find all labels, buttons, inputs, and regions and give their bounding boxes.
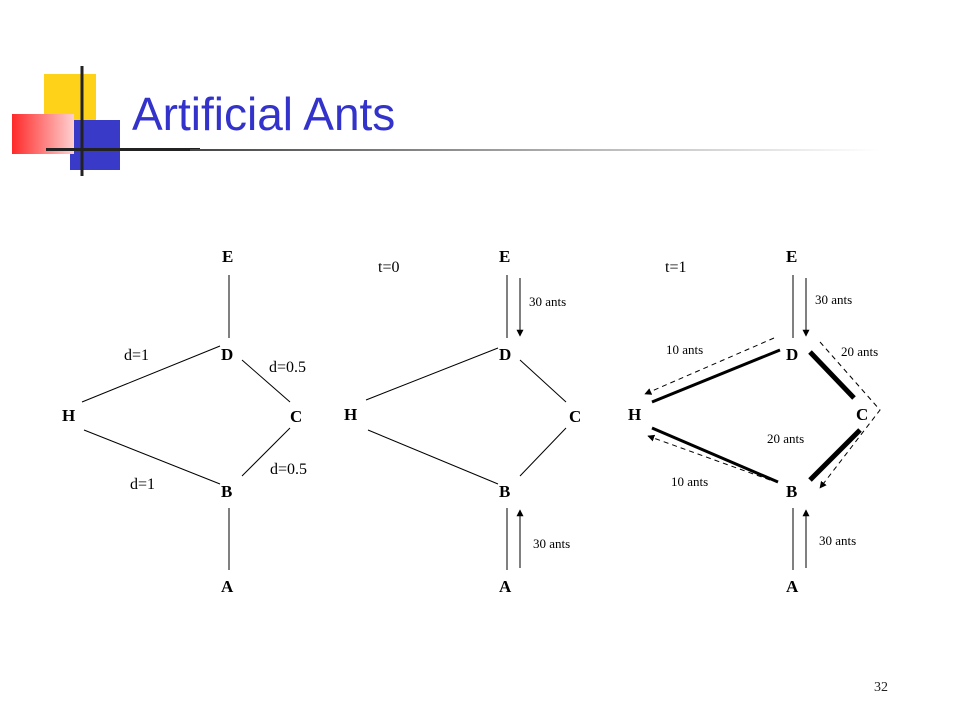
flow-label-d-c: 20 ants [841,344,878,359]
node-e: E [786,247,797,266]
edge-label-hd: d=1 [124,347,149,364]
flow-arrow-d-c-b [819,341,881,489]
panel-t0: t=0 E D C H B A 30 ants 30 ants [344,247,581,596]
node-c: C [856,405,868,424]
node-b: B [499,482,510,501]
edge-label-cb: d=0.5 [270,461,307,478]
node-d: D [786,345,798,364]
node-c: C [290,407,302,426]
flow-label-b-h: 10 ants [671,474,708,489]
flow-label-c-b: 20 ants [767,431,804,446]
edge-h-b [367,429,499,485]
node-b: B [786,482,797,501]
flow-arrow-d-h [644,337,775,395]
edge-h-d [365,347,499,401]
flow-arrow-b-h [647,434,771,481]
node-h: H [344,405,357,424]
node-h: H [628,405,641,424]
node-e: E [222,247,233,266]
flow-label-bottom: 30 ants [533,536,570,551]
logo-blue-square [70,120,120,170]
logo-horizontal-rule [46,148,200,151]
node-a: A [499,577,512,596]
edge-c-b [241,427,291,477]
flow-label-bottom: 30 ants [819,533,856,548]
node-d: D [221,345,233,364]
time-label-t1: t=1 [665,259,686,276]
node-h: H [62,406,75,425]
node-c: C [569,407,581,426]
edge-h-b [83,429,221,485]
edge-c-b [519,427,567,477]
node-a: A [221,577,234,596]
flow-label-top: 30 ants [815,292,852,307]
edge-c-b-thick [808,428,862,482]
edge-label-hb: d=1 [130,476,155,493]
title-underline [190,149,880,151]
edge-h-d [81,345,221,403]
page-number: 32 [874,680,888,695]
slide-title: Artificial Ants [132,88,396,140]
node-b: B [221,482,232,501]
logo-red-square [12,114,74,154]
edge-d-c [241,359,291,403]
node-a: A [786,577,799,596]
flow-label-top: 30 ants [529,294,566,309]
flow-label-d-h: 10 ants [666,342,703,357]
panel-t1: t=1 E D C H B A 30 ants 30 ants 10 ants … [628,247,881,596]
edge-label-dc: d=0.5 [269,359,306,376]
edge-d-c [519,359,567,403]
time-label-t0: t=0 [378,259,399,276]
node-e: E [499,247,510,266]
node-d: D [499,345,511,364]
edge-d-c-thick [808,350,856,400]
edge-h-d-thick [651,348,781,404]
slide-logo [12,66,200,176]
edge-h-b-thick [651,426,779,484]
panel-graph: E D C H B A d=1 d=0.5 d=0.5 d=1 [62,247,307,596]
